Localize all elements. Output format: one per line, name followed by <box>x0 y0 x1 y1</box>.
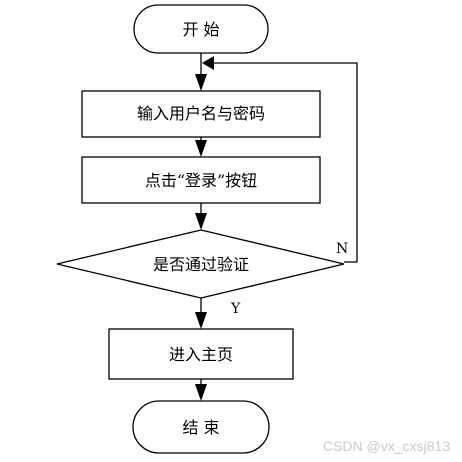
arrowhead-to-click <box>195 140 207 157</box>
end-terminator <box>132 400 270 454</box>
watermark: CSDN @vx_cxsj813 <box>322 438 450 454</box>
arrowhead-loop-back <box>202 56 214 70</box>
edge-loop-back <box>214 62 358 263</box>
decision-verify-label: 是否通过验证 <box>153 255 249 274</box>
edge-no-label: N <box>336 241 348 257</box>
input-credentials-label: 输入用户名与密码 <box>137 104 265 123</box>
process-input-credentials <box>81 90 321 138</box>
edge-yes-label: Y <box>230 301 241 317</box>
arrowhead-to-decision <box>195 213 207 230</box>
end-label: 结 束 <box>182 418 219 437</box>
arrowhead-to-end <box>195 384 207 401</box>
click-login-label: 点击“登录”按钮 <box>145 171 257 190</box>
start-label: 开 始 <box>182 20 219 39</box>
arrowhead-to-enter <box>195 312 207 329</box>
arrowhead-to-input <box>195 74 207 91</box>
process-click-login <box>81 156 321 204</box>
enter-home-label: 进入主页 <box>169 345 233 364</box>
